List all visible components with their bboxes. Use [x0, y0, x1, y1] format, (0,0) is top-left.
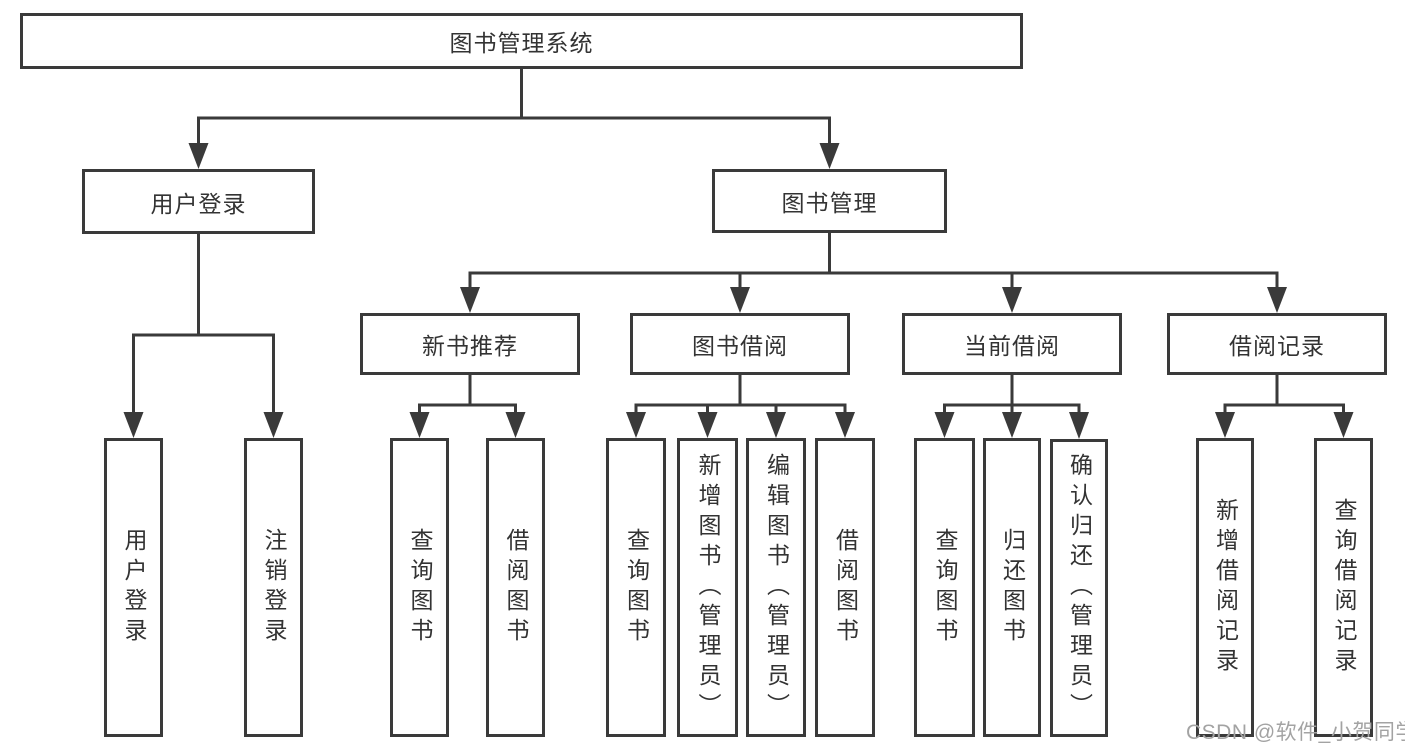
leaf-query-books-borrow: 查询图书 — [606, 438, 666, 737]
node-current-borrow: 当前借阅 — [902, 313, 1122, 375]
leaf-return-books: 归还图书 — [983, 438, 1041, 737]
csdn-watermark: CSDN @软件_小贺同学 — [1186, 721, 1405, 744]
leaf-edit-books-admin: 编辑图书（管理员） — [746, 438, 806, 737]
leaf-add-books-admin: 新增图书（管理员） — [677, 438, 738, 737]
leaf-query-books-recommend: 查询图书 — [390, 438, 449, 737]
node-library-management-system: 图书管理系统 — [20, 13, 1023, 69]
leaf-borrow-books: 借阅图书 — [815, 438, 875, 737]
node-book-borrow: 图书借阅 — [630, 313, 850, 375]
node-book-management: 图书管理 — [712, 169, 947, 233]
leaf-user-login: 用户登录 — [104, 438, 163, 737]
node-new-book-recommend: 新书推荐 — [360, 313, 580, 375]
node-user-login: 用户登录 — [82, 169, 315, 234]
leaf-logout: 注销登录 — [244, 438, 303, 737]
leaf-query-books-current: 查询图书 — [914, 438, 975, 737]
leaf-query-borrow-record: 查询借阅记录 — [1314, 438, 1373, 737]
leaf-confirm-return-admin: 确认归还（管理员） — [1050, 439, 1108, 737]
leaf-add-borrow-record: 新增借阅记录 — [1196, 438, 1254, 737]
node-borrow-records: 借阅记录 — [1167, 313, 1387, 375]
leaf-borrow-books-recommend: 借阅图书 — [486, 438, 545, 737]
